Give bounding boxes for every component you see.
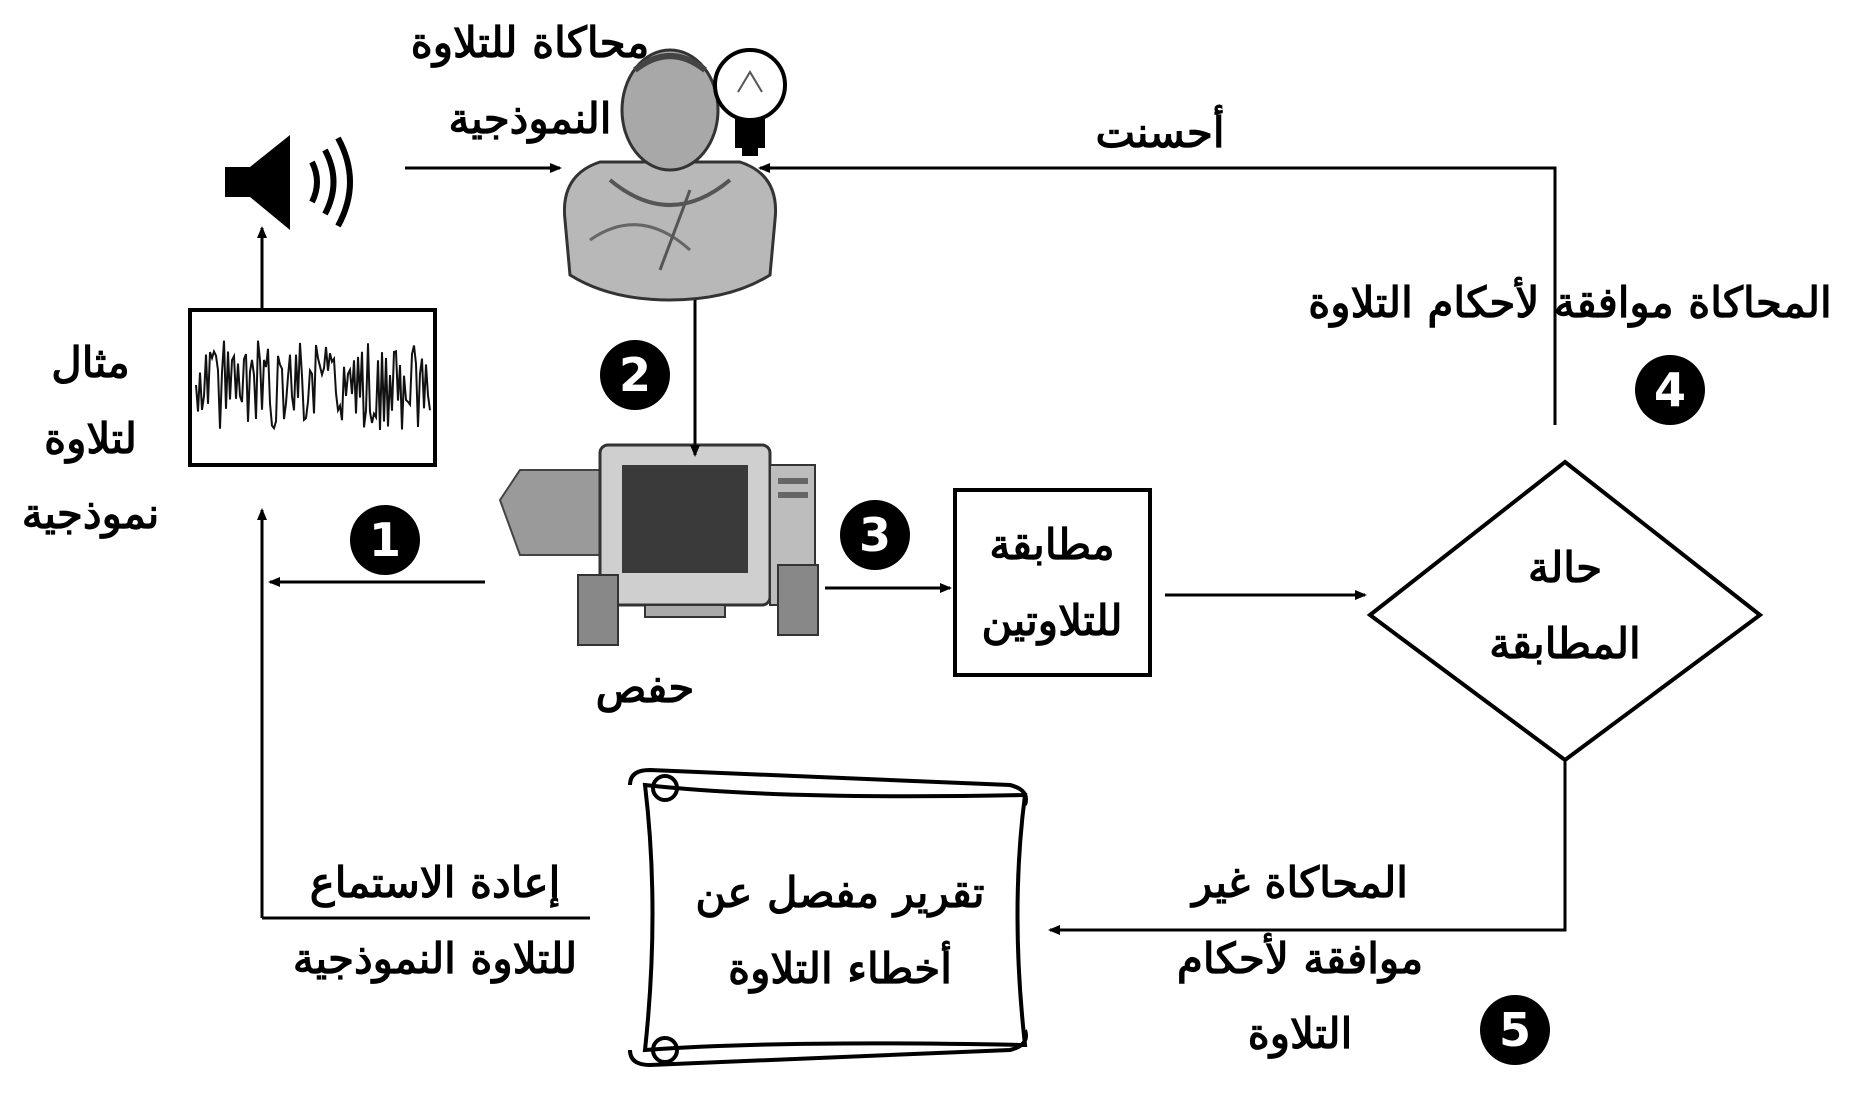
arrow-decision-to-bulb <box>758 163 1557 425</box>
label-match-box: مطابقة للتلاوتين <box>981 520 1123 645</box>
label-model-recitation-example: مثال لتلاوة نموذجية <box>21 338 160 539</box>
label-detailed-report: تقرير مفصل عن أخطاء التلاوة <box>695 868 985 993</box>
step-badge-4: 4 <box>1635 355 1705 425</box>
speaker-icon <box>225 135 353 230</box>
label-match-state: حالة المطابقة <box>1489 543 1641 668</box>
label-hafs: حفص <box>595 663 695 712</box>
label-imitation-not-compliant: المحاكاة غير موافقة لأحكام التلاوة <box>1176 858 1424 1059</box>
step-badge-5: 5 <box>1480 995 1550 1065</box>
scroll-icon <box>628 767 1028 1068</box>
label-imitation-compliant: المحاكاة موافقة لأحكام التلاوة <box>1308 278 1832 327</box>
step-badge-2: 2 <box>600 340 670 410</box>
person-icon <box>562 48 778 302</box>
step-badge-1: 1 <box>350 505 420 575</box>
waveform-icon <box>188 308 437 467</box>
arrow-decision-to-report <box>1048 760 1567 935</box>
label-well-done: أحسنت <box>1095 108 1225 157</box>
match-box <box>953 488 1152 677</box>
computer-icon <box>498 443 819 646</box>
label-relisten: إعادة الاستماع للتلاوة النموذجية <box>292 858 578 983</box>
label-imitation-title: محاكاة للتلاوة النموذجية <box>410 18 650 143</box>
lightbulb-icon <box>713 48 787 156</box>
step-badge-3: 3 <box>840 500 910 570</box>
